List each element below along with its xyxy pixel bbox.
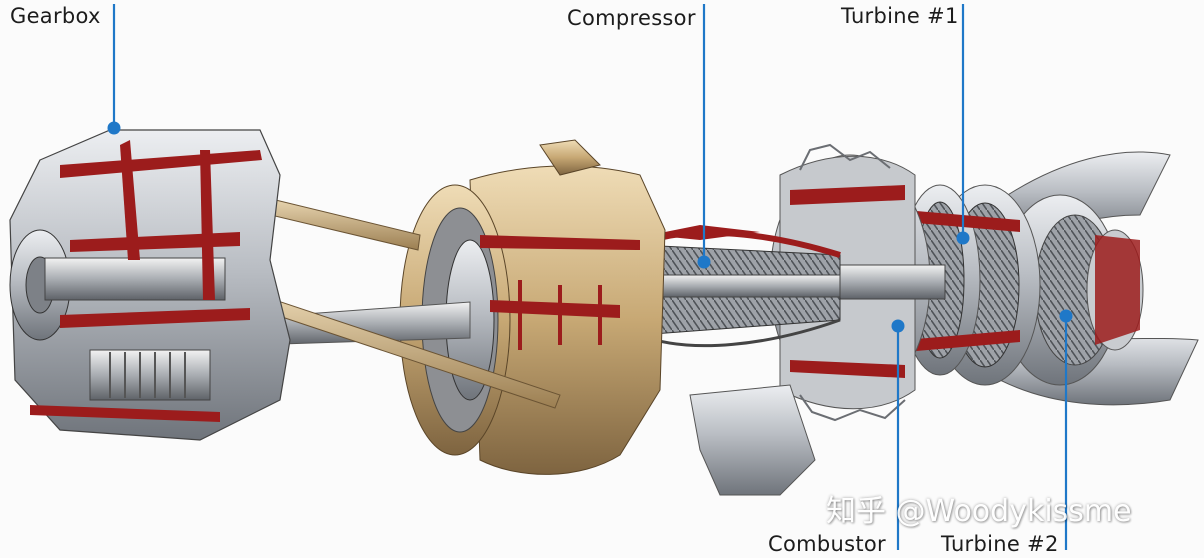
turbine1-dot (956, 231, 970, 245)
combustor-section (769, 143, 946, 422)
label-turbine-1: Turbine #1 (841, 4, 959, 28)
combustor-dot (891, 319, 905, 333)
leader-lines (107, 4, 1073, 550)
label-compressor: Compressor (567, 6, 696, 30)
gearbox-dot (107, 121, 121, 135)
gearbox-section (9, 129, 291, 441)
compressor-dot (697, 255, 711, 269)
label-turbine-2: Turbine #2 (941, 532, 1059, 556)
drive-shaft (224, 194, 561, 409)
label-combustor: Combustor (768, 532, 886, 556)
label-gearbox: Gearbox (10, 4, 101, 28)
watermark-text: 知乎 @Woodykissme (826, 494, 1132, 529)
turbine2-dot (1059, 309, 1073, 323)
